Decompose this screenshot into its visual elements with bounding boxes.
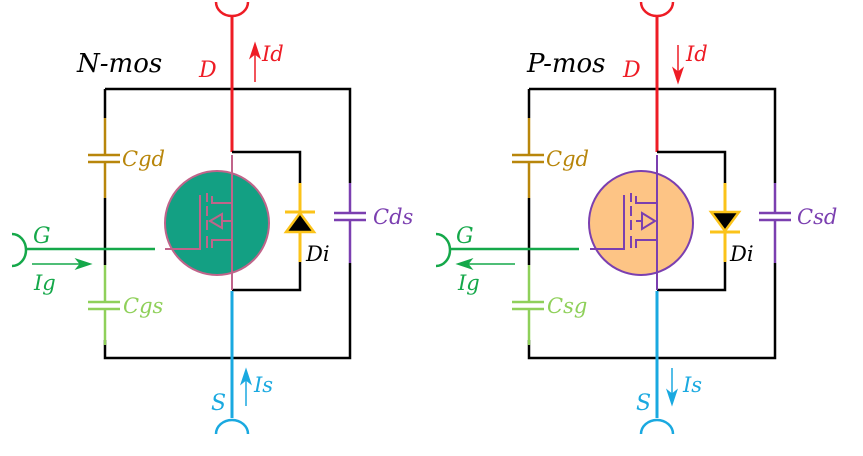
- csg-capacitor: [512, 265, 544, 345]
- source-current-arrow-icon: [239, 367, 253, 406]
- csd-label: Csd: [797, 205, 837, 229]
- cds-capacitor: [334, 183, 366, 263]
- cds-label: Cds: [373, 205, 414, 229]
- diode-label: Di: [305, 242, 330, 266]
- gate-label: G: [456, 224, 474, 249]
- frame-wire-top: [529, 87, 777, 183]
- source-terminal-icon: [214, 418, 250, 435]
- cgs-capacitor: [88, 265, 120, 345]
- pmos-title: P-mos: [526, 49, 606, 79]
- cgd-label: Cgd: [122, 147, 165, 171]
- gate-current-label: Ig: [457, 271, 480, 295]
- body-diode-icon: [283, 183, 317, 262]
- gate-current-arrow-icon: [32, 257, 93, 271]
- drain-terminal-icon: [214, 1, 250, 18]
- nmos-circuit: Cgd Cgs Cds D Id: [11, 1, 414, 435]
- source-label: S: [636, 391, 651, 416]
- diode-wire-top: [232, 150, 302, 183]
- pmos-circuit: Cgd Csg Csd D Id Di: [435, 1, 837, 435]
- drain-terminal-icon: [639, 1, 675, 18]
- source-terminal-icon: [639, 418, 675, 435]
- gate-terminal-icon: [435, 232, 452, 268]
- gate-current-arrow-icon: [455, 257, 515, 271]
- frame-wire-right-bottom: [527, 263, 777, 360]
- gate-terminal-icon: [11, 232, 28, 268]
- drain-current-label: Id: [685, 42, 708, 66]
- cgd-label: Cgd: [546, 147, 589, 171]
- csd-capacitor: [759, 183, 791, 263]
- drain-current-arrow-icon: [248, 41, 262, 82]
- source-current-label: Is: [682, 373, 702, 397]
- source-current-arrow-icon: [665, 368, 679, 407]
- source-label: S: [211, 391, 226, 416]
- source-current-label: Is: [253, 373, 273, 397]
- gate-current-label: Ig: [33, 271, 56, 295]
- body-diode-icon: [708, 183, 742, 262]
- frame-wire-top: [105, 87, 352, 183]
- csg-label: Csg: [547, 294, 587, 318]
- diode-wire-bottom: [657, 262, 727, 292]
- diode-wire-top: [657, 150, 727, 183]
- cgd-capacitor: [512, 118, 544, 198]
- pmos-transistor-symbol-icon: [590, 155, 658, 290]
- diode-label: Di: [729, 242, 754, 266]
- cgs-label: Cgs: [123, 294, 164, 318]
- gate-label: G: [33, 224, 51, 249]
- nmos-transistor-symbol-icon: [165, 155, 233, 290]
- cgd-capacitor: [88, 118, 120, 198]
- diode-wire-bottom: [232, 262, 302, 292]
- nmos-title: N-mos: [76, 49, 162, 79]
- drain-label: D: [622, 58, 641, 83]
- drain-current-label: Id: [261, 42, 284, 66]
- frame-wire-right-bottom: [103, 263, 352, 360]
- drain-label: D: [198, 58, 217, 83]
- nmos-transistor-body: [164, 170, 270, 276]
- drain-current-arrow-icon: [671, 45, 685, 85]
